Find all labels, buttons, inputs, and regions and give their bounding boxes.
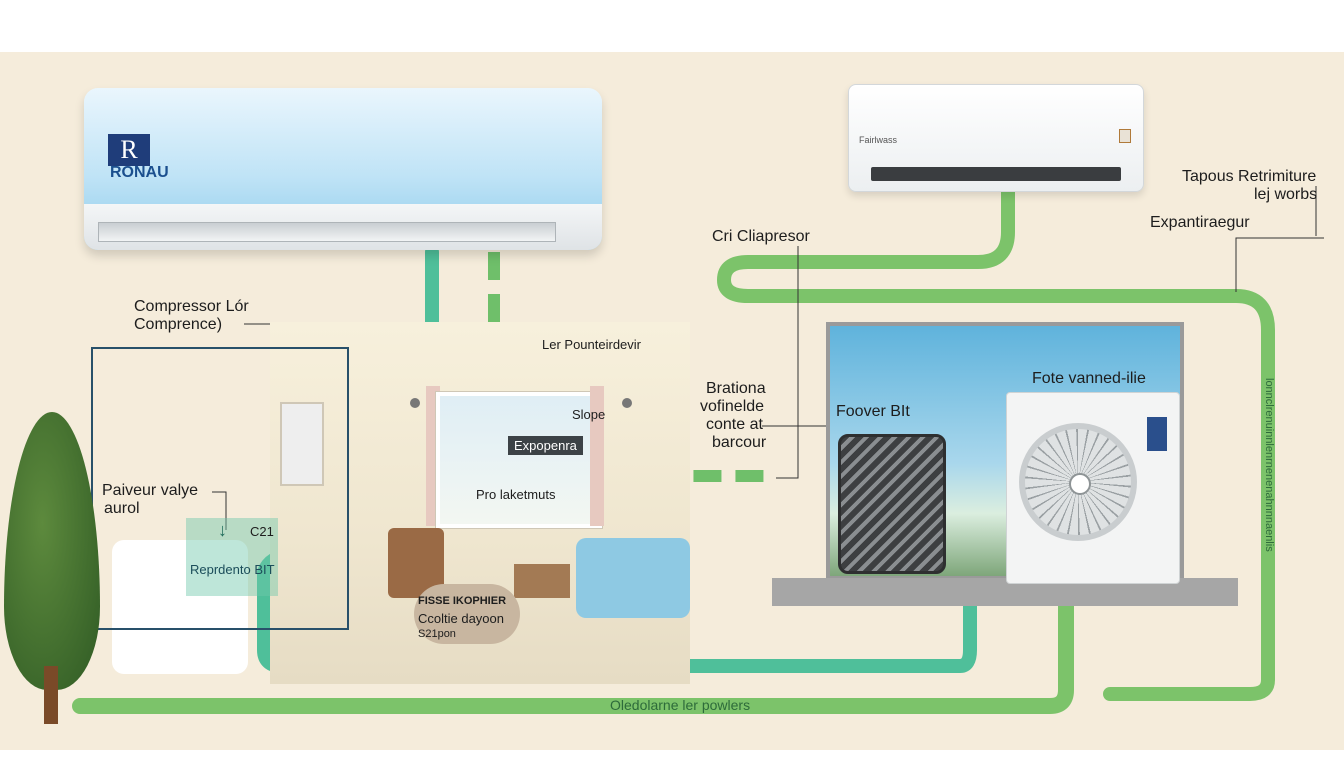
label-expopenra: Expopenra (508, 436, 583, 455)
label-bottom-pipe: Oledolarne ler powlers (610, 697, 751, 713)
label-tapous-1: Tapous Retrimiture (1182, 168, 1317, 185)
pipe-small-unit-loop (717, 183, 1275, 701)
label-c21: C21 (250, 524, 274, 539)
curtain-right (590, 386, 604, 526)
label-brationa-1: Brationa (706, 380, 766, 397)
label-foover-bit: Foover BIt (836, 403, 910, 420)
label-repredento: Reprdento BIT (190, 562, 275, 577)
label-cri-cliapresor: Cri Cliapresor (712, 228, 810, 245)
label-fisse-3: S21pon (418, 628, 456, 640)
air-vent (98, 222, 556, 242)
label-paiveur-2: aurol (104, 500, 140, 517)
small-unit-vent (871, 167, 1121, 181)
label-slope: Slope (572, 407, 606, 422)
wall-lamp-right-icon (622, 398, 632, 408)
tree-trunk (44, 666, 58, 724)
wall-lamp-left-icon (410, 398, 420, 408)
sofa-blue (576, 538, 690, 618)
indoor-unit-main: R RONAU (84, 88, 602, 250)
outdoor-brand-logo (1147, 417, 1167, 451)
outdoor-condenser-unit (1006, 392, 1180, 584)
room-window (436, 392, 602, 528)
room-illustration (270, 322, 690, 684)
sofa-white (112, 540, 248, 674)
label-paiveur-1: Paiveur valye (102, 482, 199, 499)
label-brationa-2: vofinelde (700, 398, 765, 415)
side-table (514, 564, 570, 598)
fan-icon (1019, 423, 1137, 541)
label-expantiraegur: Expantiraegur (1150, 214, 1250, 231)
label-vertical-pipe: lonnclrenuinnlenrnenenahnnnaenlis (1263, 378, 1275, 552)
valve-highlight (186, 518, 278, 596)
label-fote-vanned: Fote vanned-ilie (1032, 370, 1146, 387)
indoor-unit-small: Fairlwass (848, 84, 1144, 192)
indoor-unit-bottom-panel (84, 204, 602, 250)
small-unit-brand: Fairlwass (859, 135, 898, 145)
label-ler-pounter: Ler Pounteirdevir (542, 337, 641, 352)
rug (414, 584, 520, 644)
label-pro-laketmuts: Pro laketmuts (476, 487, 556, 502)
status-light-icon (1119, 129, 1131, 143)
label-tapous-2: lej worbs (1254, 186, 1318, 203)
label-compressor-lor-1: Compressor Lór (134, 298, 249, 315)
brand-name: RONAU (110, 164, 169, 181)
label-brationa-4: barcour (712, 434, 767, 451)
wall-picture (280, 402, 324, 486)
compressor-unit (838, 434, 946, 574)
label-compressor-lor-2: Comprence) (134, 316, 223, 333)
label-brationa-3: conte at (706, 416, 763, 433)
brand-logo: R (108, 134, 150, 166)
indoor-detail-frame (91, 347, 349, 630)
pipe-bottom-main (72, 574, 1074, 714)
label-fisse-1: FISSE IKOPHIER (418, 595, 507, 607)
arrow-down-icon: ↓ (218, 520, 227, 540)
label-fisse-2: Ccoltie dayoon (418, 611, 504, 626)
